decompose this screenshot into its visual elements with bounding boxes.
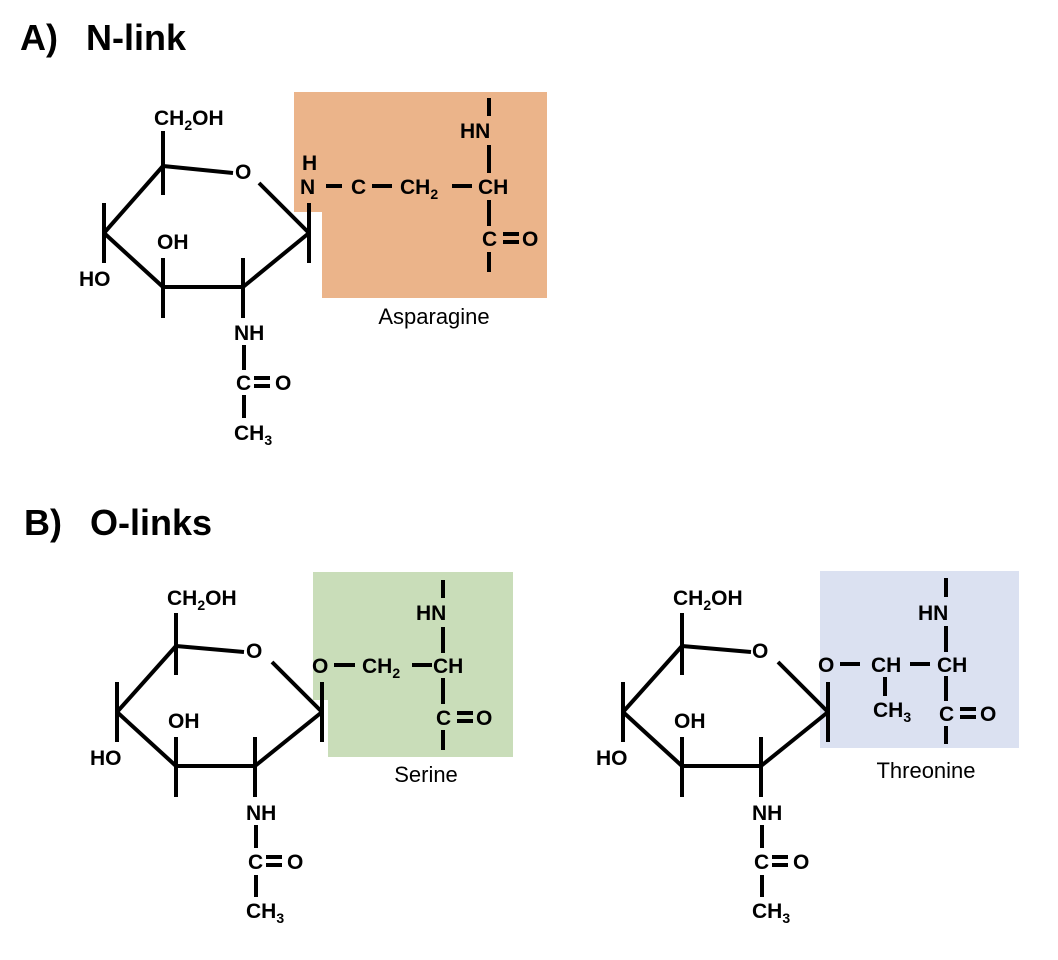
carbonyl-o-label-b1: O [287,851,303,874]
threonine-ch-label: CH [937,654,967,677]
ho-label-b2: HO [596,747,628,770]
nh-label-b2: NH [752,802,782,825]
methyl-label-b2: CH3 [752,900,790,926]
threonine-side-ch-label: CH [871,654,901,677]
threonine-bonds [840,578,976,744]
hydroxyl-label-b1: OH [168,710,200,733]
methyl-label-a: CH3 [234,422,272,448]
serine-caption: Serine [394,762,458,787]
ho-label-a: HO [79,268,111,291]
carbonyl-c-label-b1: C [248,851,263,874]
asparagine-highlight-box [294,92,547,298]
threonine-highlight-box [820,571,1019,748]
sugar-ring-b-threonine [621,613,830,897]
ch2oh-label-b2: CH2OH [673,587,743,613]
asparagine-hn-label: HN [460,120,490,143]
nh-label-b1: NH [246,802,276,825]
threonine-carbonyl-o-label: O [980,703,996,726]
threonine-hn-label: HN [918,602,948,625]
threonine-caption: Threonine [876,758,975,783]
asparagine-caption: Asparagine [378,304,489,329]
amide-h-label: H [302,152,317,175]
sugar-ring-b-serine [115,613,324,897]
ch2oh-label-a: CH2OH [154,107,224,133]
ring-oxygen-label-b1: O [246,640,262,663]
amide-n-label: N [300,176,315,199]
carbonyl-o-label-b2: O [793,851,809,874]
carbonyl-o-label-a: O [275,372,291,395]
section-b-title: O-links [90,502,212,543]
threonine-carbonyl-c-label: C [939,703,954,726]
serine-o-label: O [312,655,328,678]
ho-label-b1: HO [90,747,122,770]
sugar-ring-a [102,131,311,418]
section-a-title: N-link [86,17,187,58]
asparagine-carbonyl-c-label: C [482,228,497,251]
carbonyl-c-label-a: C [236,372,251,395]
serine-carbonyl-o-label: O [476,707,492,730]
carbonyl-c-label-b2: C [754,851,769,874]
methyl-label-b1: CH3 [246,900,284,926]
serine-bonds [334,580,473,750]
nh-label-a: NH [234,322,264,345]
asparagine-carbonyl-o-label: O [522,228,538,251]
section-b-letter: B) [24,502,62,543]
serine-ch2-label: CH2 [362,655,400,681]
hydroxyl-label-a: OH [157,231,189,254]
serine-hn-label: HN [416,602,446,625]
ring-oxygen-label-b2: O [752,640,768,663]
section-a-letter: A) [20,17,58,58]
asparagine-ch2-label: CH2 [400,176,438,202]
asparagine-c-label: C [351,176,366,199]
threonine-methyl-label: CH3 [873,699,911,725]
hydroxyl-label-b2: OH [674,710,706,733]
serine-carbonyl-c-label: C [436,707,451,730]
ch2oh-label-b1: CH2OH [167,587,237,613]
asparagine-ch-label: CH [478,176,508,199]
threonine-o-label: O [818,654,834,677]
serine-ch-label: CH [433,655,463,678]
asparagine-bonds [326,98,519,272]
ring-oxygen-label-a: O [235,161,251,184]
